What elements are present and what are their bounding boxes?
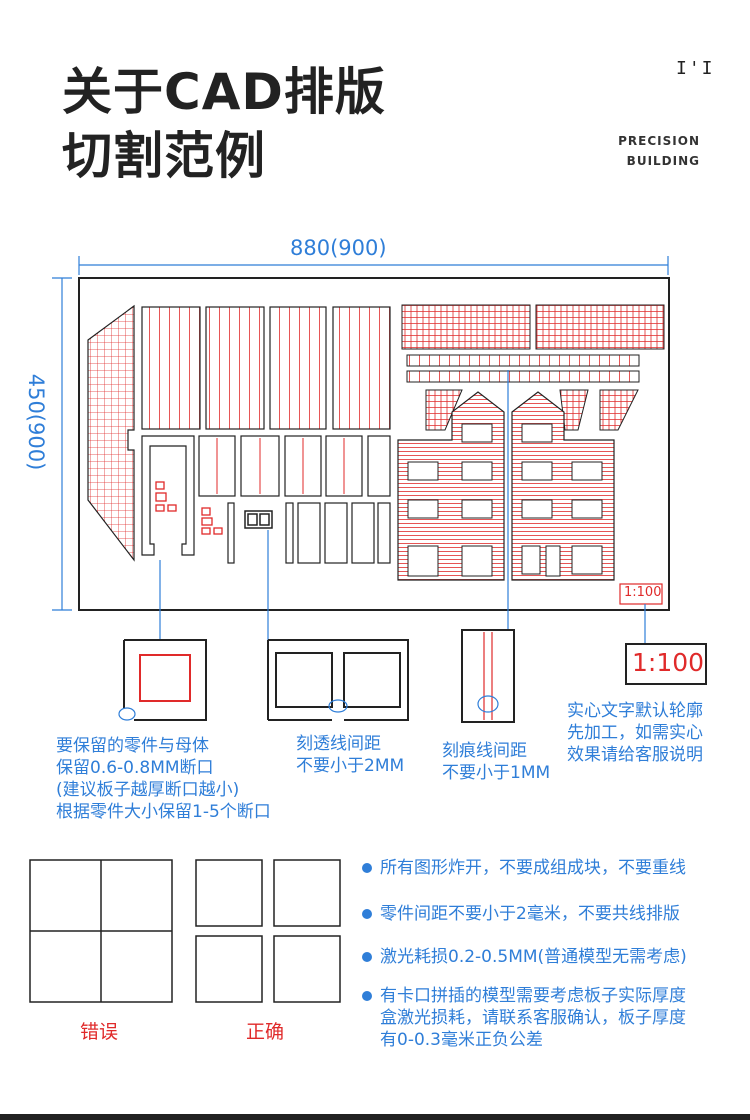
callout-keep-parts: 要保留的零件与母体 保留0.6-0.8MM断口 (建议板子越厚断口越小) 根据零… — [56, 736, 271, 822]
bullet-dot-icon — [362, 991, 372, 1001]
strip-parts — [227, 502, 391, 564]
trim-strip-part — [406, 370, 640, 383]
middle-panels — [198, 435, 391, 497]
rule-bullet: 有卡口拼插的模型需要考虑板子实际厚度 盒激光损耗，请联系客服确认，板子厚度 有0… — [362, 985, 686, 1051]
detail-cut-through — [268, 639, 409, 721]
rule-bullet: 零件间距不要小于2毫米，不要共线排版 — [362, 903, 680, 925]
wrong-example-grid — [29, 859, 173, 1003]
page-title-line1: 关于CAD排版 — [62, 63, 386, 121]
page-title-line2: 切割范例 — [62, 127, 266, 185]
small-red-parts — [155, 481, 223, 535]
trim-strip-part — [406, 354, 640, 367]
callout-score-line: 刻痕线间距 不要小于1MM — [442, 741, 551, 783]
bullet-dot-icon — [362, 863, 372, 873]
dimension-width-label: 880(900) — [290, 236, 387, 260]
right-example-grid — [195, 859, 341, 1003]
gap-marker-circle — [118, 707, 136, 721]
tall-panels — [141, 306, 391, 430]
brand-text-line1: PRECISION — [618, 134, 700, 148]
window-frame-part — [244, 510, 273, 529]
rule-bullet: 所有图形炸开，不要成组成块，不要重线 — [362, 857, 686, 879]
grid-roof-part — [87, 304, 135, 562]
right-example-label: 正确 — [246, 1021, 285, 1043]
roof-strip-part — [535, 304, 665, 350]
roof-strip-part — [401, 304, 531, 350]
scale-label-large: 1:100 — [632, 648, 705, 677]
dimension-height-label: 450(900) — [24, 373, 48, 471]
bottom-divider — [0, 1114, 750, 1120]
u-frame-part — [141, 435, 195, 556]
scale-box-large — [625, 643, 707, 685]
rule-bullet: 激光耗损0.2-0.5MM(普通模型无需考虑) — [362, 946, 687, 968]
scale-label-small: 1:100 — [624, 585, 662, 600]
house-windows — [407, 423, 603, 577]
gap-marker-circle — [477, 695, 499, 713]
detail-keep-parts — [123, 639, 207, 721]
scale-box-small — [619, 583, 663, 605]
dimension-width-line — [78, 256, 669, 275]
wrong-example-label: 错误 — [80, 1021, 119, 1043]
small-roof-part — [425, 389, 463, 431]
dimension-height-line — [52, 277, 72, 611]
detail-score-line — [461, 629, 515, 723]
callout-solid-text: 实心文字默认轮廓 先加工，如需实心 效果请给客服说明 — [567, 701, 703, 765]
gap-marker-circle — [328, 699, 348, 713]
brand-logo-mark: I'I — [676, 58, 715, 79]
bullet-dot-icon — [362, 952, 372, 962]
brand-text-line2: BUILDING — [626, 154, 700, 168]
small-roof-part — [599, 389, 639, 431]
callout-cut-through: 刻透线间距 不要小于2MM — [296, 734, 405, 776]
bullet-dot-icon — [362, 909, 372, 919]
